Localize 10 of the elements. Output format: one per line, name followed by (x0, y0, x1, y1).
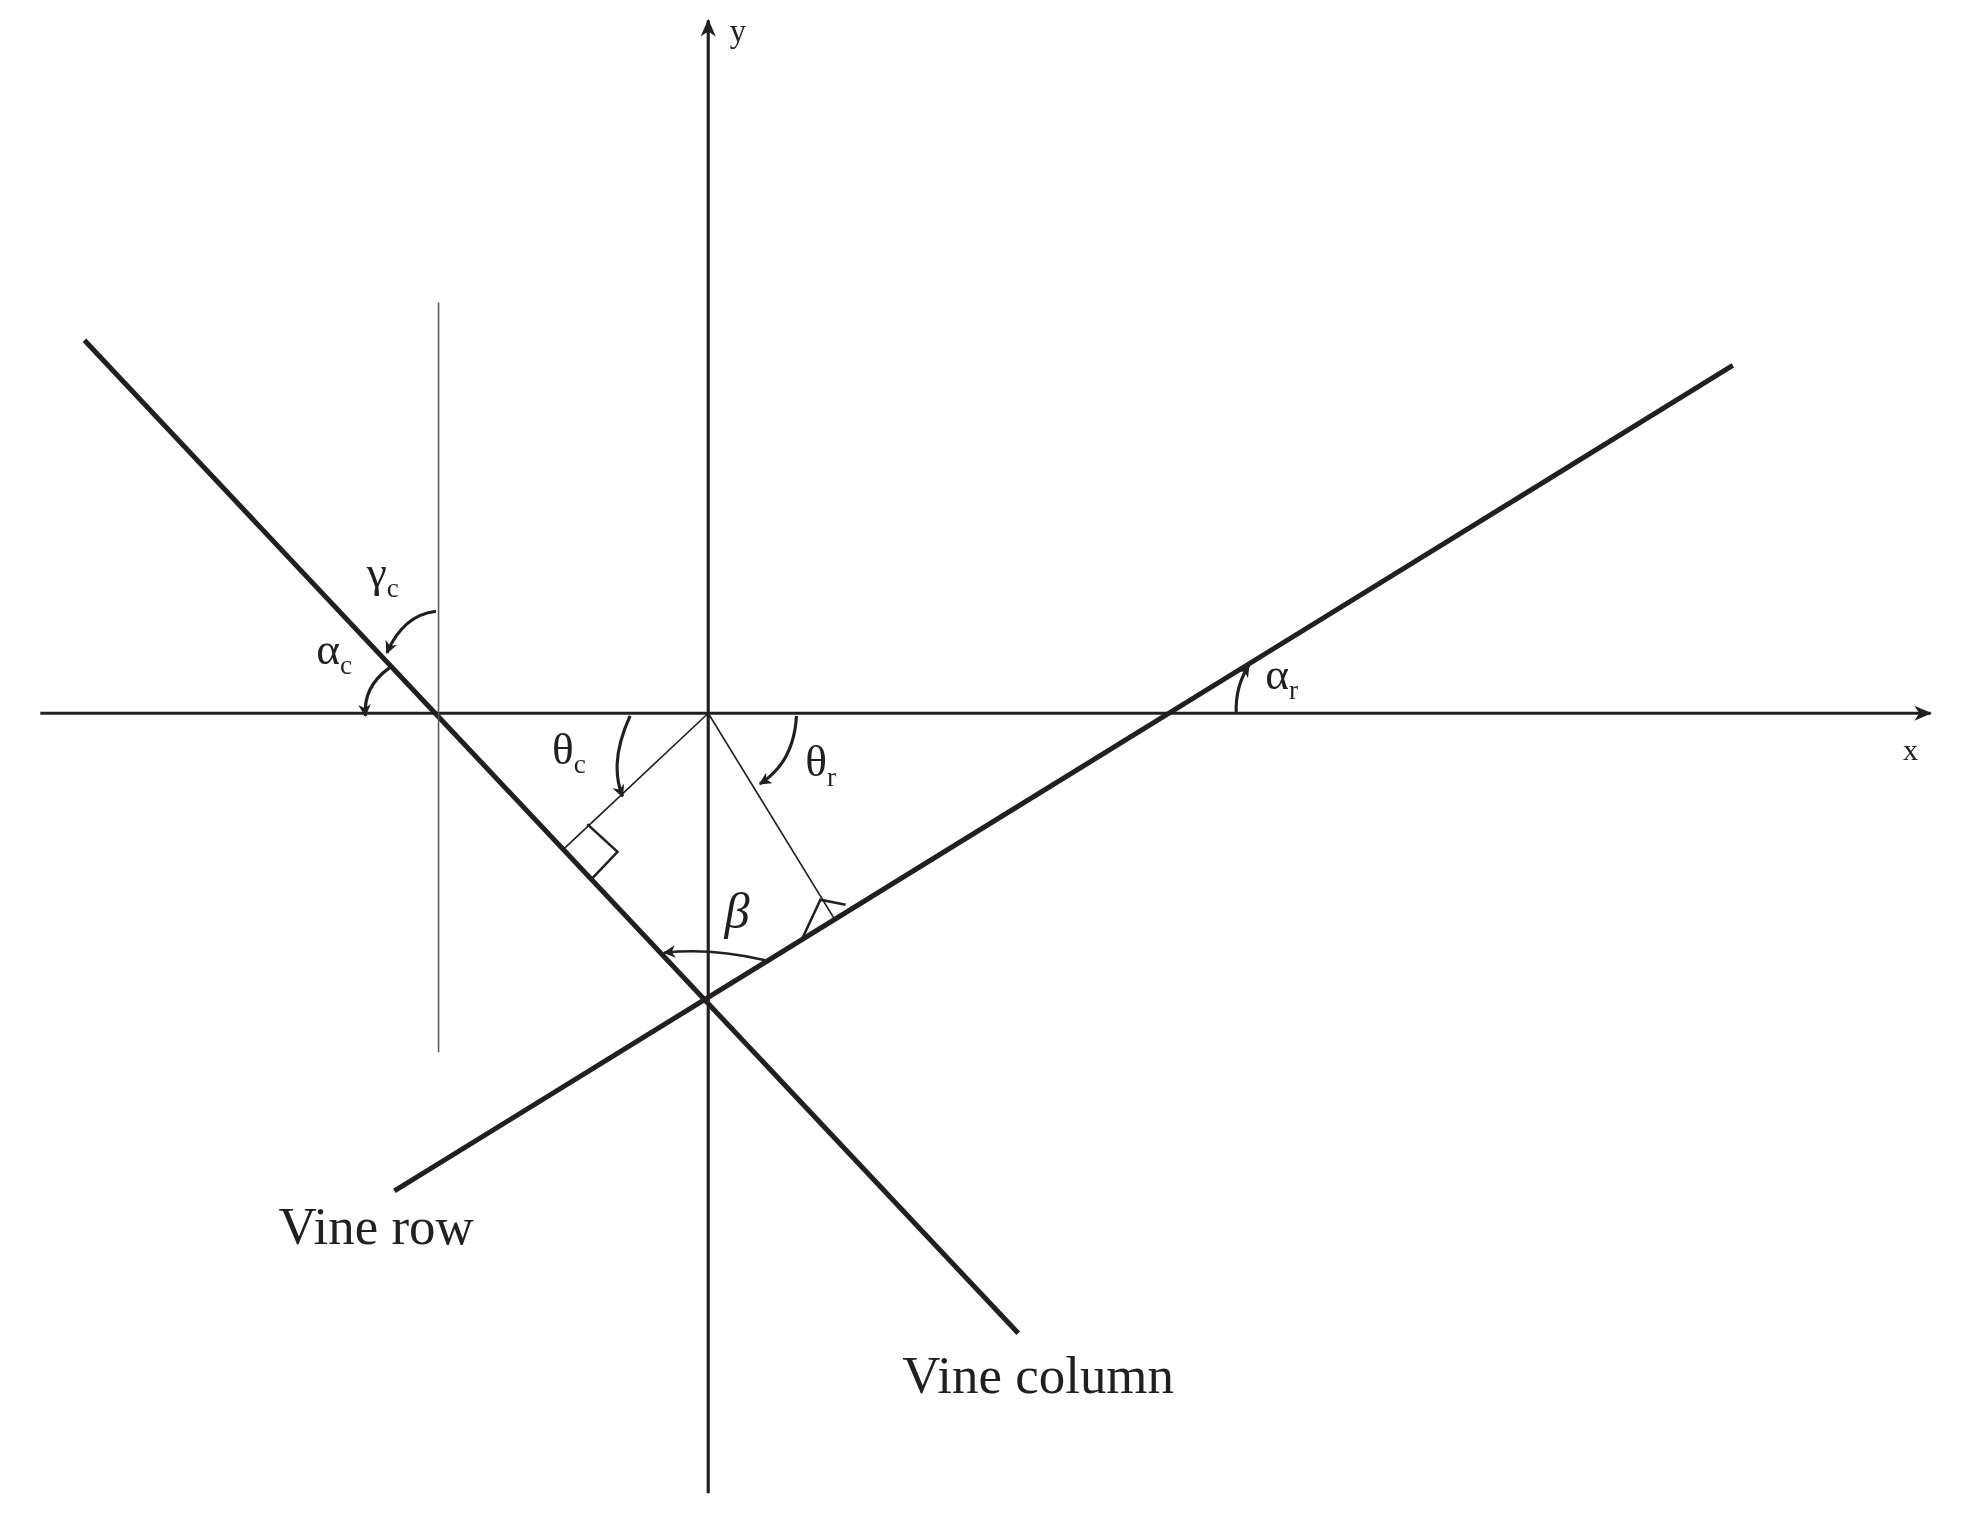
angle-label: γ$_{c}$ (366, 549, 399, 603)
line-label: Vine column (902, 1348, 1174, 1402)
line-label: Vine row (278, 1199, 474, 1253)
angle-label: θ$_{r}$ (805, 738, 837, 792)
angle-label: θ$_{c}$ (551, 725, 586, 779)
angle-label: α$_{c}$ (316, 626, 353, 680)
angle-label: α$_{r}$ (1265, 651, 1299, 705)
axis-label: x (1902, 734, 1918, 765)
angle-label: β (724, 885, 750, 937)
axis-label: y (729, 15, 747, 48)
